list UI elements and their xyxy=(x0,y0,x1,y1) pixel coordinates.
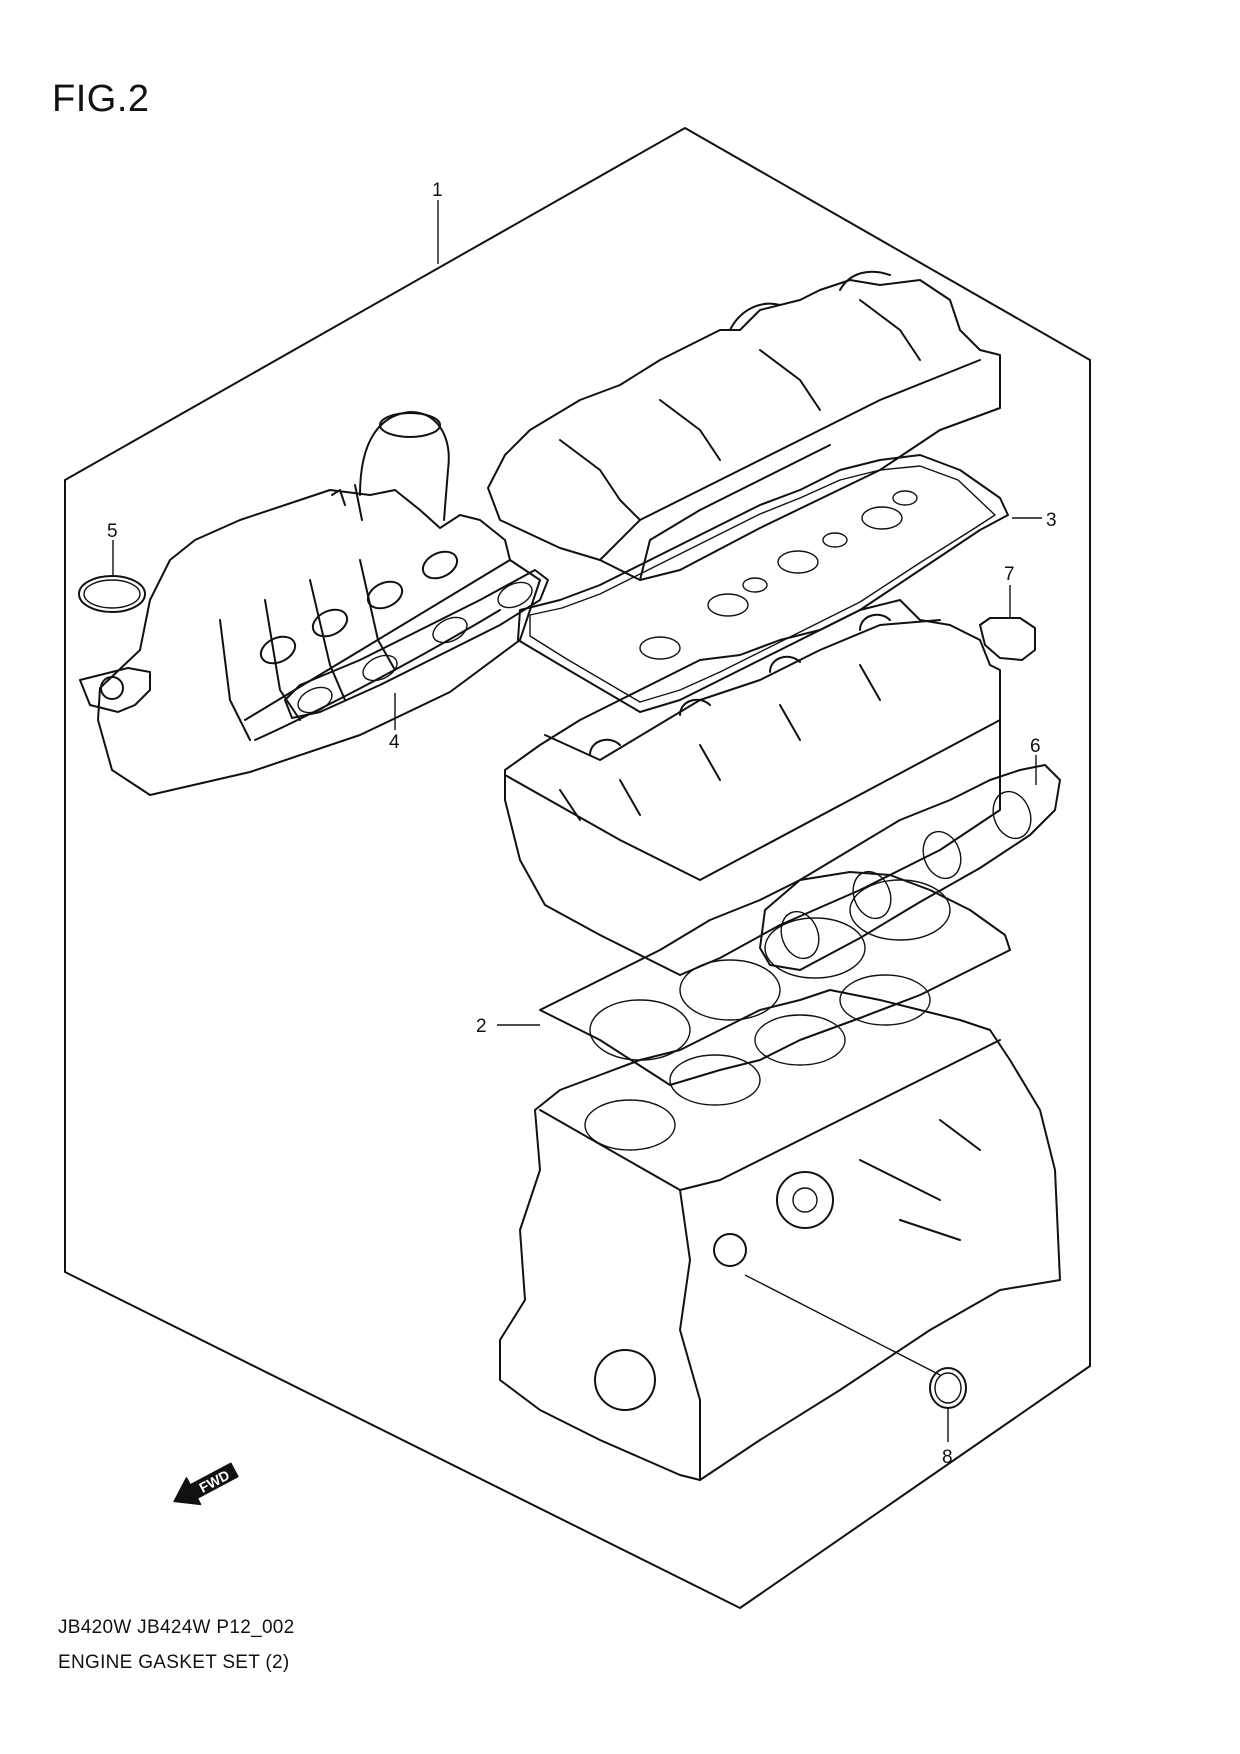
fwd-label: FWD xyxy=(196,1467,232,1496)
cylinder-head-outline xyxy=(504,599,1001,976)
intake-manifold-outline xyxy=(79,411,541,796)
callout-1: 1 xyxy=(432,180,443,201)
figure-name: ENGINE GASKET SET (2) xyxy=(58,1652,290,1673)
callout-2: 2 xyxy=(476,1016,487,1037)
cylinder-head-cover-outline xyxy=(487,270,1001,581)
callout-5: 5 xyxy=(107,521,118,542)
callout-6: 6 xyxy=(1030,736,1041,757)
callout-7: 7 xyxy=(1004,564,1015,585)
callout-3: 3 xyxy=(1046,510,1057,531)
intake-manifold-gasket xyxy=(284,569,549,719)
small-square-gasket xyxy=(979,617,1036,661)
cylinder-head-gasket xyxy=(539,871,1011,1086)
callout-8: 8 xyxy=(942,1447,953,1468)
fwd-arrow-icon: FWD xyxy=(173,1462,239,1506)
cylinder-block-outline xyxy=(499,974,1061,1481)
gasket-set-boundary xyxy=(64,127,1091,1609)
head-cover-gasket xyxy=(517,454,1009,713)
figure-code: JB420W JB424W P12_002 xyxy=(58,1617,295,1638)
throttle-body-o-ring xyxy=(78,575,146,613)
figure-title: FIG.2 xyxy=(52,78,150,120)
callout-4: 4 xyxy=(389,732,400,753)
